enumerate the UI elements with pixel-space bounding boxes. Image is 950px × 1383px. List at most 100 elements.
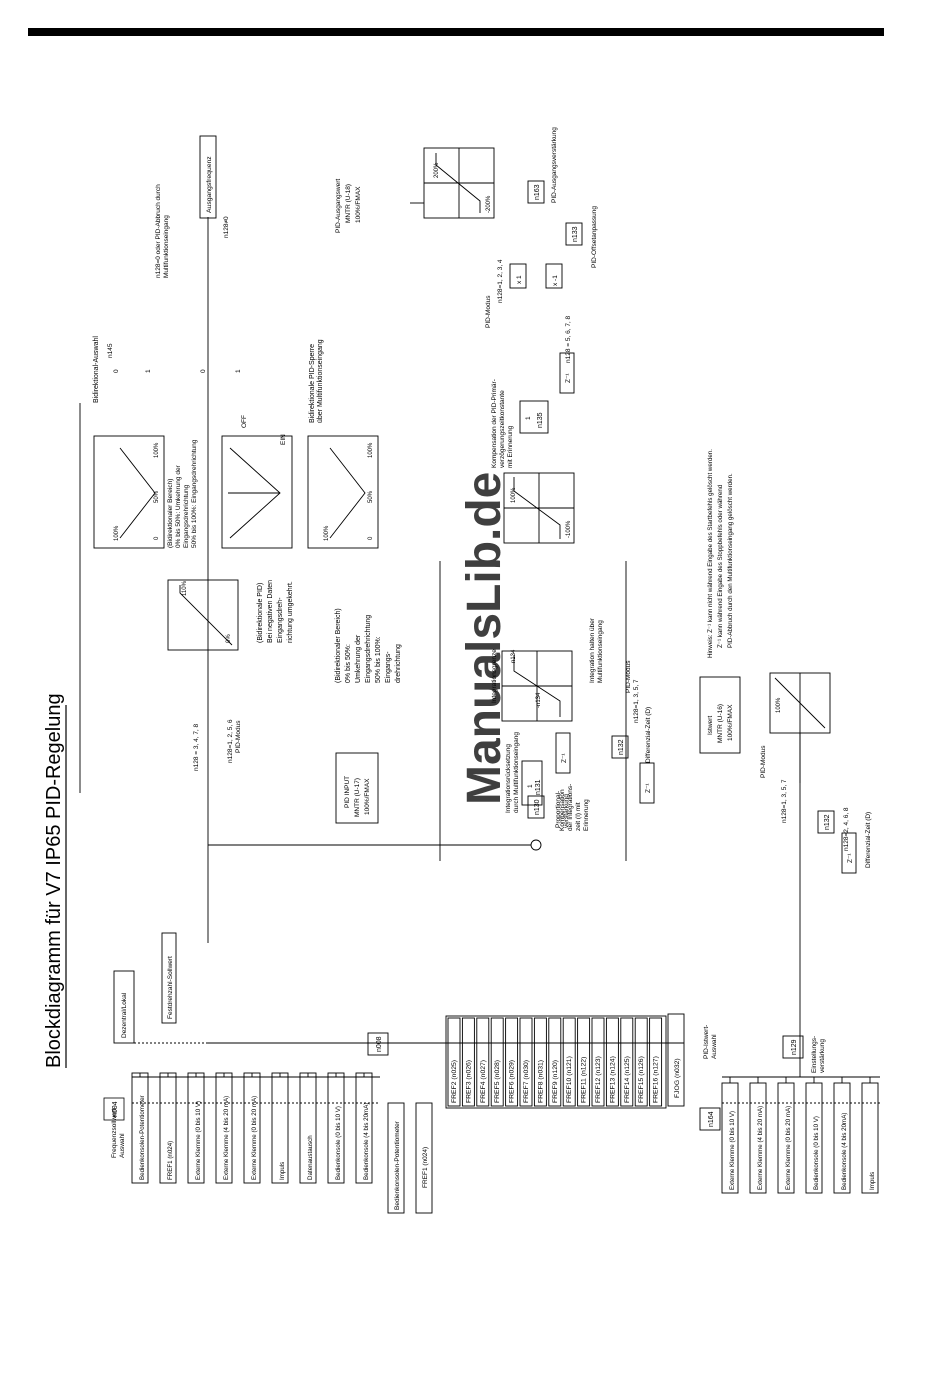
z-box-d	[639, 762, 655, 804]
dezentral-label: Dezentral/Lokal	[121, 992, 128, 1038]
param-n132b: n132	[824, 814, 831, 830]
bidir-pid-note-2: Bei negativen Daten	[267, 580, 274, 643]
fref-item: FREF4 (n027)	[480, 1060, 487, 1103]
feedback-source: Externe Klemme (0 bis 10 V)	[729, 1111, 736, 1190]
out-gain-label: PID-Ausgangsverstärkung	[551, 127, 558, 203]
freq-source: Externe Klemme (0 bis 10 V)	[195, 1101, 202, 1180]
bidir-lock-label: Bidirektionale PID-Sperre	[309, 344, 316, 423]
pid-input-box	[335, 752, 379, 824]
bidir-range2-graph	[307, 435, 379, 549]
istwert-monitor: Istwert MNTR (U-16) 100%/FMAX	[699, 676, 741, 754]
pid-feedback-block: PID-Istwert- Auswahl Externe Klemme (0 b…	[699, 672, 880, 1194]
fref-item-box	[634, 1017, 648, 1107]
diff-time-label: Differenzial-Zeit (D)	[645, 707, 652, 763]
out-graph-curve	[513, 477, 561, 539]
feedback-source: Externe Klemme (4 bis 20 mA)	[757, 1106, 764, 1190]
bidir-pid-note-4: richtung umgekehrt.	[287, 581, 294, 643]
fref-item-box	[447, 1017, 461, 1107]
mode-a2-label: n128=1, 3, 5, 7	[781, 779, 788, 823]
mode-d-label: n128=1, 2, 5, 6	[227, 719, 234, 763]
output-freq-label: Ausgangsfrequenz	[206, 156, 213, 213]
bidir-range-curve	[119, 447, 156, 539]
param-box-n132a	[611, 735, 629, 759]
one-box-n135: 1	[525, 416, 532, 420]
primary-label-2: verzögerungszeitkonstante	[499, 390, 506, 468]
bidir-range2-0: 0	[368, 536, 374, 540]
bidir-lock-label-2: über Multifunktionseingang	[317, 339, 324, 423]
bidir-range2-note-1: (Bidirektionaler Bereich)	[335, 608, 342, 683]
istwert-box	[699, 676, 741, 754]
int-comp-label-3: zeit (I) mit	[575, 802, 582, 831]
fref-item: FREF12 (n123)	[595, 1056, 602, 1103]
pid-mode-label-top: PID-Modus	[235, 720, 242, 753]
fjog-label: FJOG (n032)	[674, 1058, 681, 1098]
mode-b2-label: n128=2, 4, 6, 8	[843, 807, 850, 851]
fref-item-box	[649, 1017, 663, 1107]
freq-source: Datenaustausch	[307, 1135, 314, 1180]
mode-e-label: n128=1, 2, 3, 4	[497, 259, 504, 303]
bidir-range2-50: 50%	[368, 490, 374, 503]
diagram-title: Blockdiagramm für V7 IP65 PID-Regelung	[43, 693, 65, 1068]
istwert-line-3: 100%/FMAX	[727, 704, 734, 741]
pid-output-line-2: MNTR (U-18)	[345, 184, 352, 223]
pid-mode-label-low: PID-Modus	[760, 745, 767, 778]
fref-item: FREF8 (n031)	[537, 1060, 544, 1103]
pid-input-monitor: PID INPUT MNTR (U-17) 100%/FMAX	[335, 752, 379, 824]
z-box-d2	[841, 832, 857, 874]
limit-110-curve	[179, 585, 233, 646]
param-n163: n163	[534, 184, 541, 200]
watermark: ManualsLib.de	[458, 472, 511, 805]
pid-core: n130 Proportional- verstärkung 1 n131 Ko…	[208, 561, 872, 874]
off-label: OFF	[241, 415, 248, 428]
int-comp-label-2: der Integrations-	[567, 784, 574, 831]
pid-input-line-3: 100%/FMAX	[364, 778, 371, 815]
out200-m200: -200%	[486, 195, 492, 213]
fref-item: FREF15 (n126)	[638, 1056, 645, 1103]
limit-110-graph	[167, 579, 239, 651]
bidir-range-note-4: 50% bis 100%: Eingangsdrehrichtung	[191, 439, 198, 548]
dezentral-src-2: FREF1 (n024)	[422, 1147, 429, 1188]
gain-label: Einstellungs-	[811, 1036, 818, 1073]
param-n135: n135	[537, 412, 544, 428]
output-stage: 100% -100% 1 n135 Kompensation der PID-P…	[410, 127, 598, 544]
freq-source: Bedienkonsole (4 bis 20mA)	[363, 1103, 370, 1180]
param-box-n130	[527, 795, 545, 819]
bidir-range2-note-4: Eingangsdrehrichtung	[365, 615, 372, 683]
feedback-limit-pct: 100%	[776, 697, 782, 713]
bidir-range-note-2: 0% bis 50%: Umkehrung der	[175, 464, 182, 548]
pid-output-line-3: 100%/FMAX	[355, 186, 362, 223]
z-primary: Z⁻¹	[565, 373, 572, 383]
note-line-3: PID-Abbruch durch den Multifunktionseing…	[727, 473, 734, 648]
int-comp-label-4: Erinnerung	[583, 799, 590, 831]
freq-source: Bedienkonsole (0 bis 10 V)	[335, 1106, 342, 1180]
freq-source: FREF1 (n024)	[167, 1141, 174, 1180]
dezentral-label-box	[113, 970, 135, 1044]
bidir-0: 0	[113, 369, 120, 373]
bidir-range-note-3: Eingangsdrehrichtung	[183, 484, 190, 548]
int-reset-label: Integrationsrücksetzung	[505, 744, 512, 813]
fref-item: FREF6 (n029)	[509, 1060, 516, 1103]
fref-item-box	[620, 1017, 634, 1107]
one-label-2: 1	[235, 369, 242, 373]
fref-item-box	[562, 1017, 576, 1107]
pid-feedback-label: PID-Istwert-	[703, 1025, 710, 1059]
fref-table	[445, 1015, 667, 1109]
istwert-line-1: Istwert	[707, 716, 714, 735]
int-hold-label: Integration halten über	[589, 617, 596, 683]
bidir-range-note-1: (Bidirektionaler Bereich)	[167, 479, 174, 548]
dezentral-block: Dezentral/Lokal n008 Bedienkonsolen-Pote…	[113, 970, 433, 1214]
fref-item: FREF3 (n026)	[465, 1060, 472, 1103]
out200-p200: 200%	[434, 162, 440, 178]
bidir-range2-note-6: Eingangs-	[385, 651, 392, 683]
mode-c-label: n128 = 3, 4, 7, 8	[193, 723, 200, 771]
param-box-n004	[103, 1097, 125, 1121]
pid-mode-label-mid: PID-Modus	[625, 660, 632, 693]
bidir-pid-curve	[228, 447, 281, 539]
x1-box	[509, 263, 527, 289]
diff-time-label-2: Differenzial-Zeit (D)	[865, 812, 872, 868]
param-box-n008	[367, 1032, 389, 1056]
fref-item: FREF10 (n121)	[566, 1056, 573, 1103]
feedback-source: Impuls	[869, 1172, 876, 1190]
pid-feedback-label-2: Auswahl	[711, 1034, 718, 1059]
